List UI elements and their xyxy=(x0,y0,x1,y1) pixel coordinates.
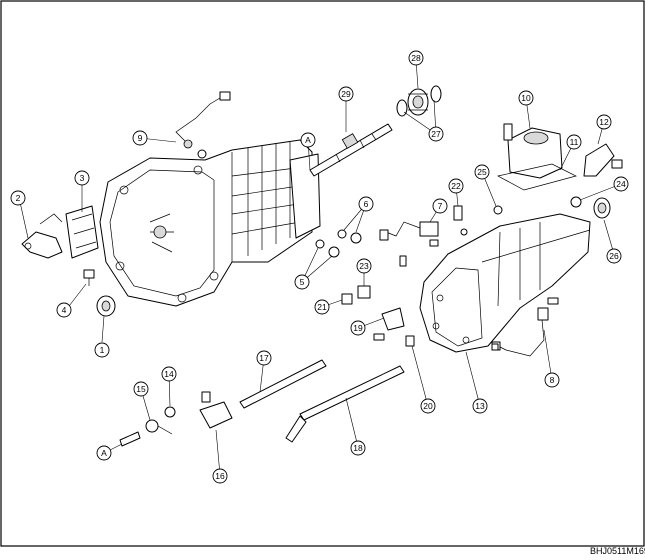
callout-5-text: 5 xyxy=(300,277,305,287)
callout-27: 27 xyxy=(428,126,444,142)
callout-24: 24 xyxy=(613,176,629,192)
callout-2: 2 xyxy=(10,190,26,206)
callout-28-text: 28 xyxy=(411,53,421,63)
callout-A-bottom-text: A xyxy=(101,448,107,458)
callout-26-text: 26 xyxy=(609,251,619,261)
callout-19-text: 19 xyxy=(353,323,363,333)
callout-21: 21 xyxy=(314,299,330,315)
callout-11-text: 11 xyxy=(570,137,579,147)
harness-9 xyxy=(175,91,231,159)
bolts xyxy=(399,228,559,351)
callout-20-text: 20 xyxy=(423,401,433,411)
bracket-19-bolt-20 xyxy=(373,307,415,347)
mainshaft xyxy=(309,123,393,177)
shift-rod-17 xyxy=(239,359,327,409)
callout-15: 15 xyxy=(133,381,149,397)
callout-8: 8 xyxy=(544,372,560,388)
callout-15-text: 15 xyxy=(136,384,146,394)
callout-11: 11 xyxy=(566,134,582,150)
callout-A-top-text: A xyxy=(305,135,311,145)
transmission-case xyxy=(99,139,321,307)
callout-3: 3 xyxy=(74,170,90,186)
callout-4: 4 xyxy=(56,302,72,318)
callout-18: 18 xyxy=(350,440,366,456)
callout-9: 9 xyxy=(132,130,148,146)
callout-17-text: 17 xyxy=(259,353,269,363)
release-fork-2 xyxy=(21,213,63,259)
callout-23-text: 23 xyxy=(359,261,369,271)
callout-28: 28 xyxy=(408,50,424,66)
callout-3-text: 3 xyxy=(80,173,85,183)
callout-A-bottom: A xyxy=(96,445,112,461)
callout-22-text: 22 xyxy=(451,181,461,191)
callout-16-text: 16 xyxy=(215,471,225,481)
gear-and-washers xyxy=(396,85,442,117)
callout-6: 6 xyxy=(358,196,374,212)
callout-2-text: 2 xyxy=(16,193,21,203)
callout-1: 1 xyxy=(94,342,110,358)
callout-24-text: 24 xyxy=(616,179,626,189)
callout-9-text: 9 xyxy=(138,133,143,143)
callout-22: 22 xyxy=(448,178,464,194)
callout-20: 20 xyxy=(420,398,436,414)
callout-5: 5 xyxy=(294,274,310,290)
callout-12-text: 12 xyxy=(599,117,609,127)
callout-A-top: A xyxy=(300,132,316,148)
callout-17: 17 xyxy=(256,350,272,366)
callout-18-text: 18 xyxy=(353,443,363,453)
yoke-16 xyxy=(199,391,233,429)
callout-23: 23 xyxy=(356,258,372,274)
shift-rod-18 xyxy=(285,365,405,443)
callout-26: 26 xyxy=(606,248,622,264)
callout-7: 7 xyxy=(432,198,448,214)
seal-24-26 xyxy=(493,196,611,219)
callout-7-text: 7 xyxy=(438,201,443,211)
sensor-7 xyxy=(379,221,439,241)
plugs-5-6 xyxy=(315,229,362,258)
figure-code: BHJ0511M169 xyxy=(590,546,645,556)
callout-27-text: 27 xyxy=(431,129,441,139)
pivot-4 xyxy=(83,269,95,286)
callout-14: 14 xyxy=(161,366,177,382)
callout-13: 13 xyxy=(472,398,488,414)
parts-14-15 xyxy=(119,406,176,447)
gasket-11 xyxy=(497,163,577,191)
callout-13-text: 13 xyxy=(475,401,485,411)
lever-12 xyxy=(583,143,623,177)
callout-10-text: 10 xyxy=(521,93,531,103)
callout-29: 29 xyxy=(338,86,354,102)
callout-6-text: 6 xyxy=(364,199,369,209)
release-boot-3 xyxy=(65,205,99,259)
callout-21-text: 21 xyxy=(317,302,327,312)
callout-25-text: 25 xyxy=(477,167,487,177)
callout-16: 16 xyxy=(212,468,228,484)
callout-12: 12 xyxy=(596,114,612,130)
release-bearing-1 xyxy=(96,295,116,317)
callout-14-text: 14 xyxy=(164,369,174,379)
callout-1-text: 1 xyxy=(100,345,105,355)
callout-4-text: 4 xyxy=(62,305,67,315)
callout-25: 25 xyxy=(474,164,490,180)
callout-19: 19 xyxy=(350,320,366,336)
shifter-cover-10 xyxy=(503,123,563,179)
diagram-frame xyxy=(0,0,645,547)
callout-29-text: 29 xyxy=(341,89,351,99)
callout-10: 10 xyxy=(518,90,534,106)
callout-8-text: 8 xyxy=(550,375,555,385)
extension-housing-13 xyxy=(419,213,591,353)
